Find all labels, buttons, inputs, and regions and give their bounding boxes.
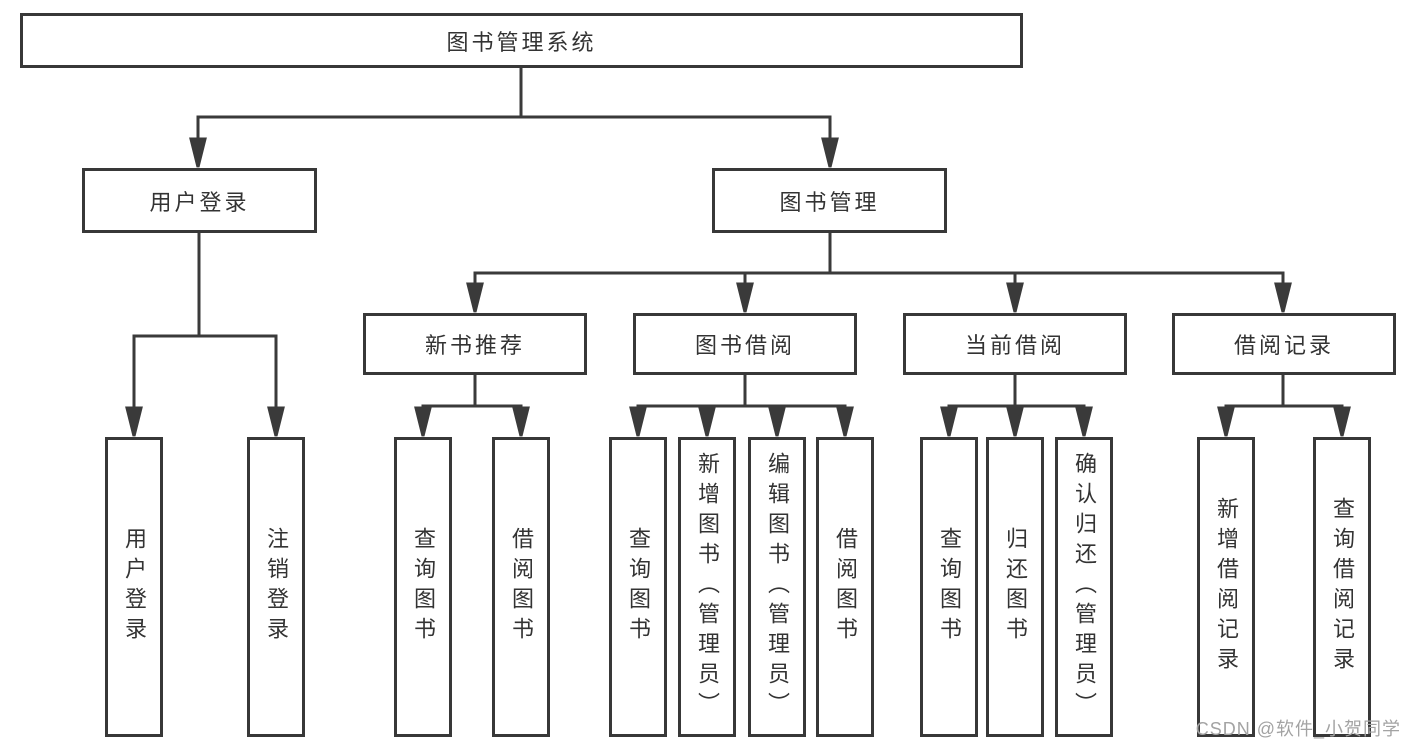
node-query-books-recommend: 查询图书 — [394, 437, 452, 737]
node-new-book-recommend: 新书推荐 — [363, 313, 587, 375]
node-borrow-books-recommend: 借阅图书 — [492, 437, 550, 737]
node-book-borrow: 图书借阅 — [633, 313, 857, 375]
node-logout-leaf: 注销登录 — [247, 437, 305, 737]
connector-book-management-children — [466, 233, 1292, 313]
node-edit-books-admin: 编辑图书（管理员） — [748, 437, 806, 737]
connector-book-borrow-children — [629, 375, 854, 437]
node-library-management-system: 图书管理系统 — [20, 13, 1023, 68]
node-add-borrow-record: 新增借阅记录 — [1197, 437, 1255, 737]
connector-root-to-level2 — [189, 68, 839, 168]
node-add-books-admin: 新增图书（管理员） — [678, 437, 736, 737]
csdn-watermark: CSDN @软件_小贺同学 — [1195, 719, 1401, 739]
node-borrow-books-leaf: 借阅图书 — [816, 437, 874, 737]
node-current-borrow: 当前借阅 — [903, 313, 1127, 375]
node-query-books-borrow: 查询图书 — [609, 437, 667, 737]
node-query-borrow-record: 查询借阅记录 — [1313, 437, 1371, 737]
connector-borrow-records-children — [1217, 375, 1351, 437]
node-book-management: 图书管理 — [712, 168, 947, 233]
node-borrow-records: 借阅记录 — [1172, 313, 1396, 375]
connector-current-borrow-children — [940, 375, 1093, 437]
connector-new-book-recommend-children — [414, 375, 530, 437]
connector-user-login-children — [125, 233, 285, 437]
node-query-books-current: 查询图书 — [920, 437, 978, 737]
node-return-books: 归还图书 — [986, 437, 1044, 737]
node-user-login-leaf: 用户登录 — [105, 437, 163, 737]
node-confirm-return-admin: 确认归还（管理员） — [1055, 437, 1113, 737]
node-user-login: 用户登录 — [82, 168, 317, 233]
